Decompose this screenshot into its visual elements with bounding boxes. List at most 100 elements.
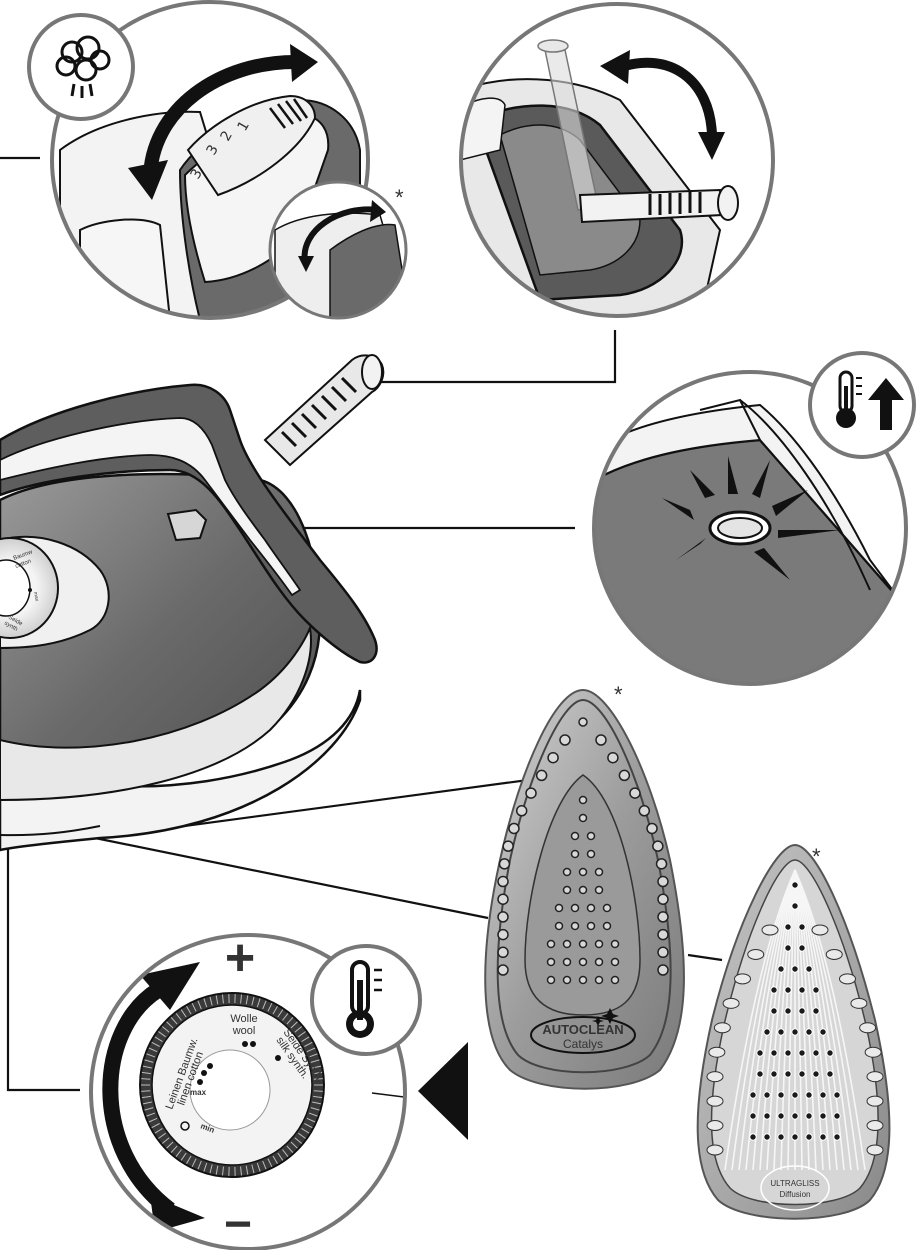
dial-knurl-tick [298, 1132, 306, 1139]
steam-hole [629, 787, 641, 799]
steam-hole [562, 939, 572, 949]
dial-knurl-tick [267, 1158, 273, 1168]
steam-hole [777, 1133, 785, 1141]
dial-knurl-tick [144, 1059, 154, 1063]
dial-knurl-tick [180, 1152, 187, 1161]
dial-knurl-tick [141, 1090, 151, 1092]
steam-hole [784, 1070, 792, 1078]
steam-hole [770, 1049, 778, 1057]
dial-knurl-tick [245, 1165, 249, 1175]
dial-knurl-tick [277, 1009, 284, 1018]
dial-knurl-tick [286, 1145, 294, 1153]
steam-hole [798, 1007, 806, 1015]
steam-channel [734, 973, 751, 985]
dial-knurl-tick [146, 1112, 156, 1117]
dial-knurl-tick [240, 1166, 243, 1176]
dial-knurl-tick [310, 1059, 320, 1063]
steam-hole [784, 923, 792, 931]
steam-channel [811, 924, 829, 936]
dial-knurl-tick [186, 1155, 192, 1165]
dial-knurl-tick [161, 1026, 170, 1033]
dial-knurl-tick [144, 1107, 154, 1111]
fabric-label-wool-de: Wolle [230, 1013, 257, 1025]
steam-hole [812, 986, 820, 994]
steam-channel [866, 1144, 884, 1156]
steam-hole [805, 1133, 813, 1141]
light-rays-icon [662, 456, 840, 580]
steam-hole [578, 939, 588, 949]
steam-hole [798, 1049, 806, 1057]
steam-channel [825, 948, 843, 960]
steam-hole [819, 1091, 827, 1099]
steam-hole [657, 911, 669, 923]
ultragliss-logo: ULTRAGLISS Diffusion [760, 1165, 830, 1211]
autoclean-brand-line2: Catalys [563, 1037, 603, 1051]
steam-hole [657, 946, 669, 959]
steam-hole [763, 1091, 771, 1099]
steam-hole [497, 946, 509, 959]
cord-guard [263, 354, 385, 467]
dial-knurl-tick [313, 1078, 323, 1080]
dial-knurl-tick [298, 1031, 306, 1038]
dial-knurl-tick [154, 1128, 163, 1134]
dial-knurl-tick [294, 1137, 303, 1144]
dial-knurl-tick [301, 1036, 310, 1042]
soleplate-groove [794, 869, 866, 1171]
dial-knurl-tick [203, 1162, 208, 1172]
steam-hole [535, 769, 548, 782]
steam-hole [833, 1133, 841, 1141]
steam-hole [777, 1028, 785, 1036]
dial-knurl-tick [286, 1017, 294, 1025]
steam-hole [497, 964, 509, 976]
dial-knurl-tick [215, 995, 219, 1005]
steam-hole [546, 957, 556, 967]
steam-hole [646, 822, 658, 835]
steam-hole [570, 849, 580, 859]
steam-hole [594, 975, 604, 985]
dial-knurl-tick [272, 1005, 278, 1015]
dial-knurl-tick [313, 1071, 323, 1075]
steam-cloud-icon [27, 13, 135, 121]
steam-hole [578, 717, 588, 727]
steam-hole [562, 975, 572, 985]
dial-knurl-tick [313, 1095, 323, 1099]
temperature-dial-callout: Leinen Baumw. linen cotton Wolle wool Se… [89, 933, 468, 1250]
steam-channel [859, 1022, 877, 1034]
steam-hole [570, 831, 580, 841]
soleplate-autoclean-holes [497, 717, 669, 985]
iron-temperature-dial: Baumw cotton Seide synth max [0, 535, 110, 650]
thermometer-up-icon [808, 351, 916, 459]
steam-hole [784, 1049, 792, 1057]
steam-hole [497, 911, 509, 923]
steam-hole [805, 1091, 813, 1099]
steam-hole [607, 751, 619, 764]
steam-hole [777, 965, 785, 973]
steam-hole [763, 1112, 771, 1120]
steam-hole [618, 769, 631, 782]
dial-knurl-tick [245, 995, 249, 1005]
steam-hole [578, 885, 588, 895]
steam-hole [805, 1112, 813, 1120]
dial-knurl-tick [240, 994, 243, 1004]
dial-knurl-tick [209, 1164, 213, 1174]
dial-knurl-tick [170, 1145, 178, 1153]
dial-knurl-tick [158, 1132, 166, 1139]
dial-knurl-tick [148, 1117, 158, 1123]
steam-hole [791, 881, 799, 889]
steam-hole [805, 965, 813, 973]
steam-hole [578, 813, 588, 823]
thermometer-icon [310, 944, 422, 1056]
steam-hole [586, 849, 596, 859]
steam-hole [546, 939, 556, 949]
steam-hole [763, 1028, 771, 1036]
steam-hole [610, 975, 620, 985]
steam-hole [770, 1070, 778, 1078]
dial-knurl-tick [180, 1009, 187, 1018]
temperature-minus-sign: − [224, 1198, 252, 1250]
soleplate-groove [773, 869, 796, 1171]
dial-knurl-tick [294, 1026, 303, 1033]
steam-hole [819, 1133, 827, 1141]
steam-hole [657, 893, 669, 905]
indicator-light-small [166, 508, 208, 542]
steam-hole [554, 903, 564, 913]
